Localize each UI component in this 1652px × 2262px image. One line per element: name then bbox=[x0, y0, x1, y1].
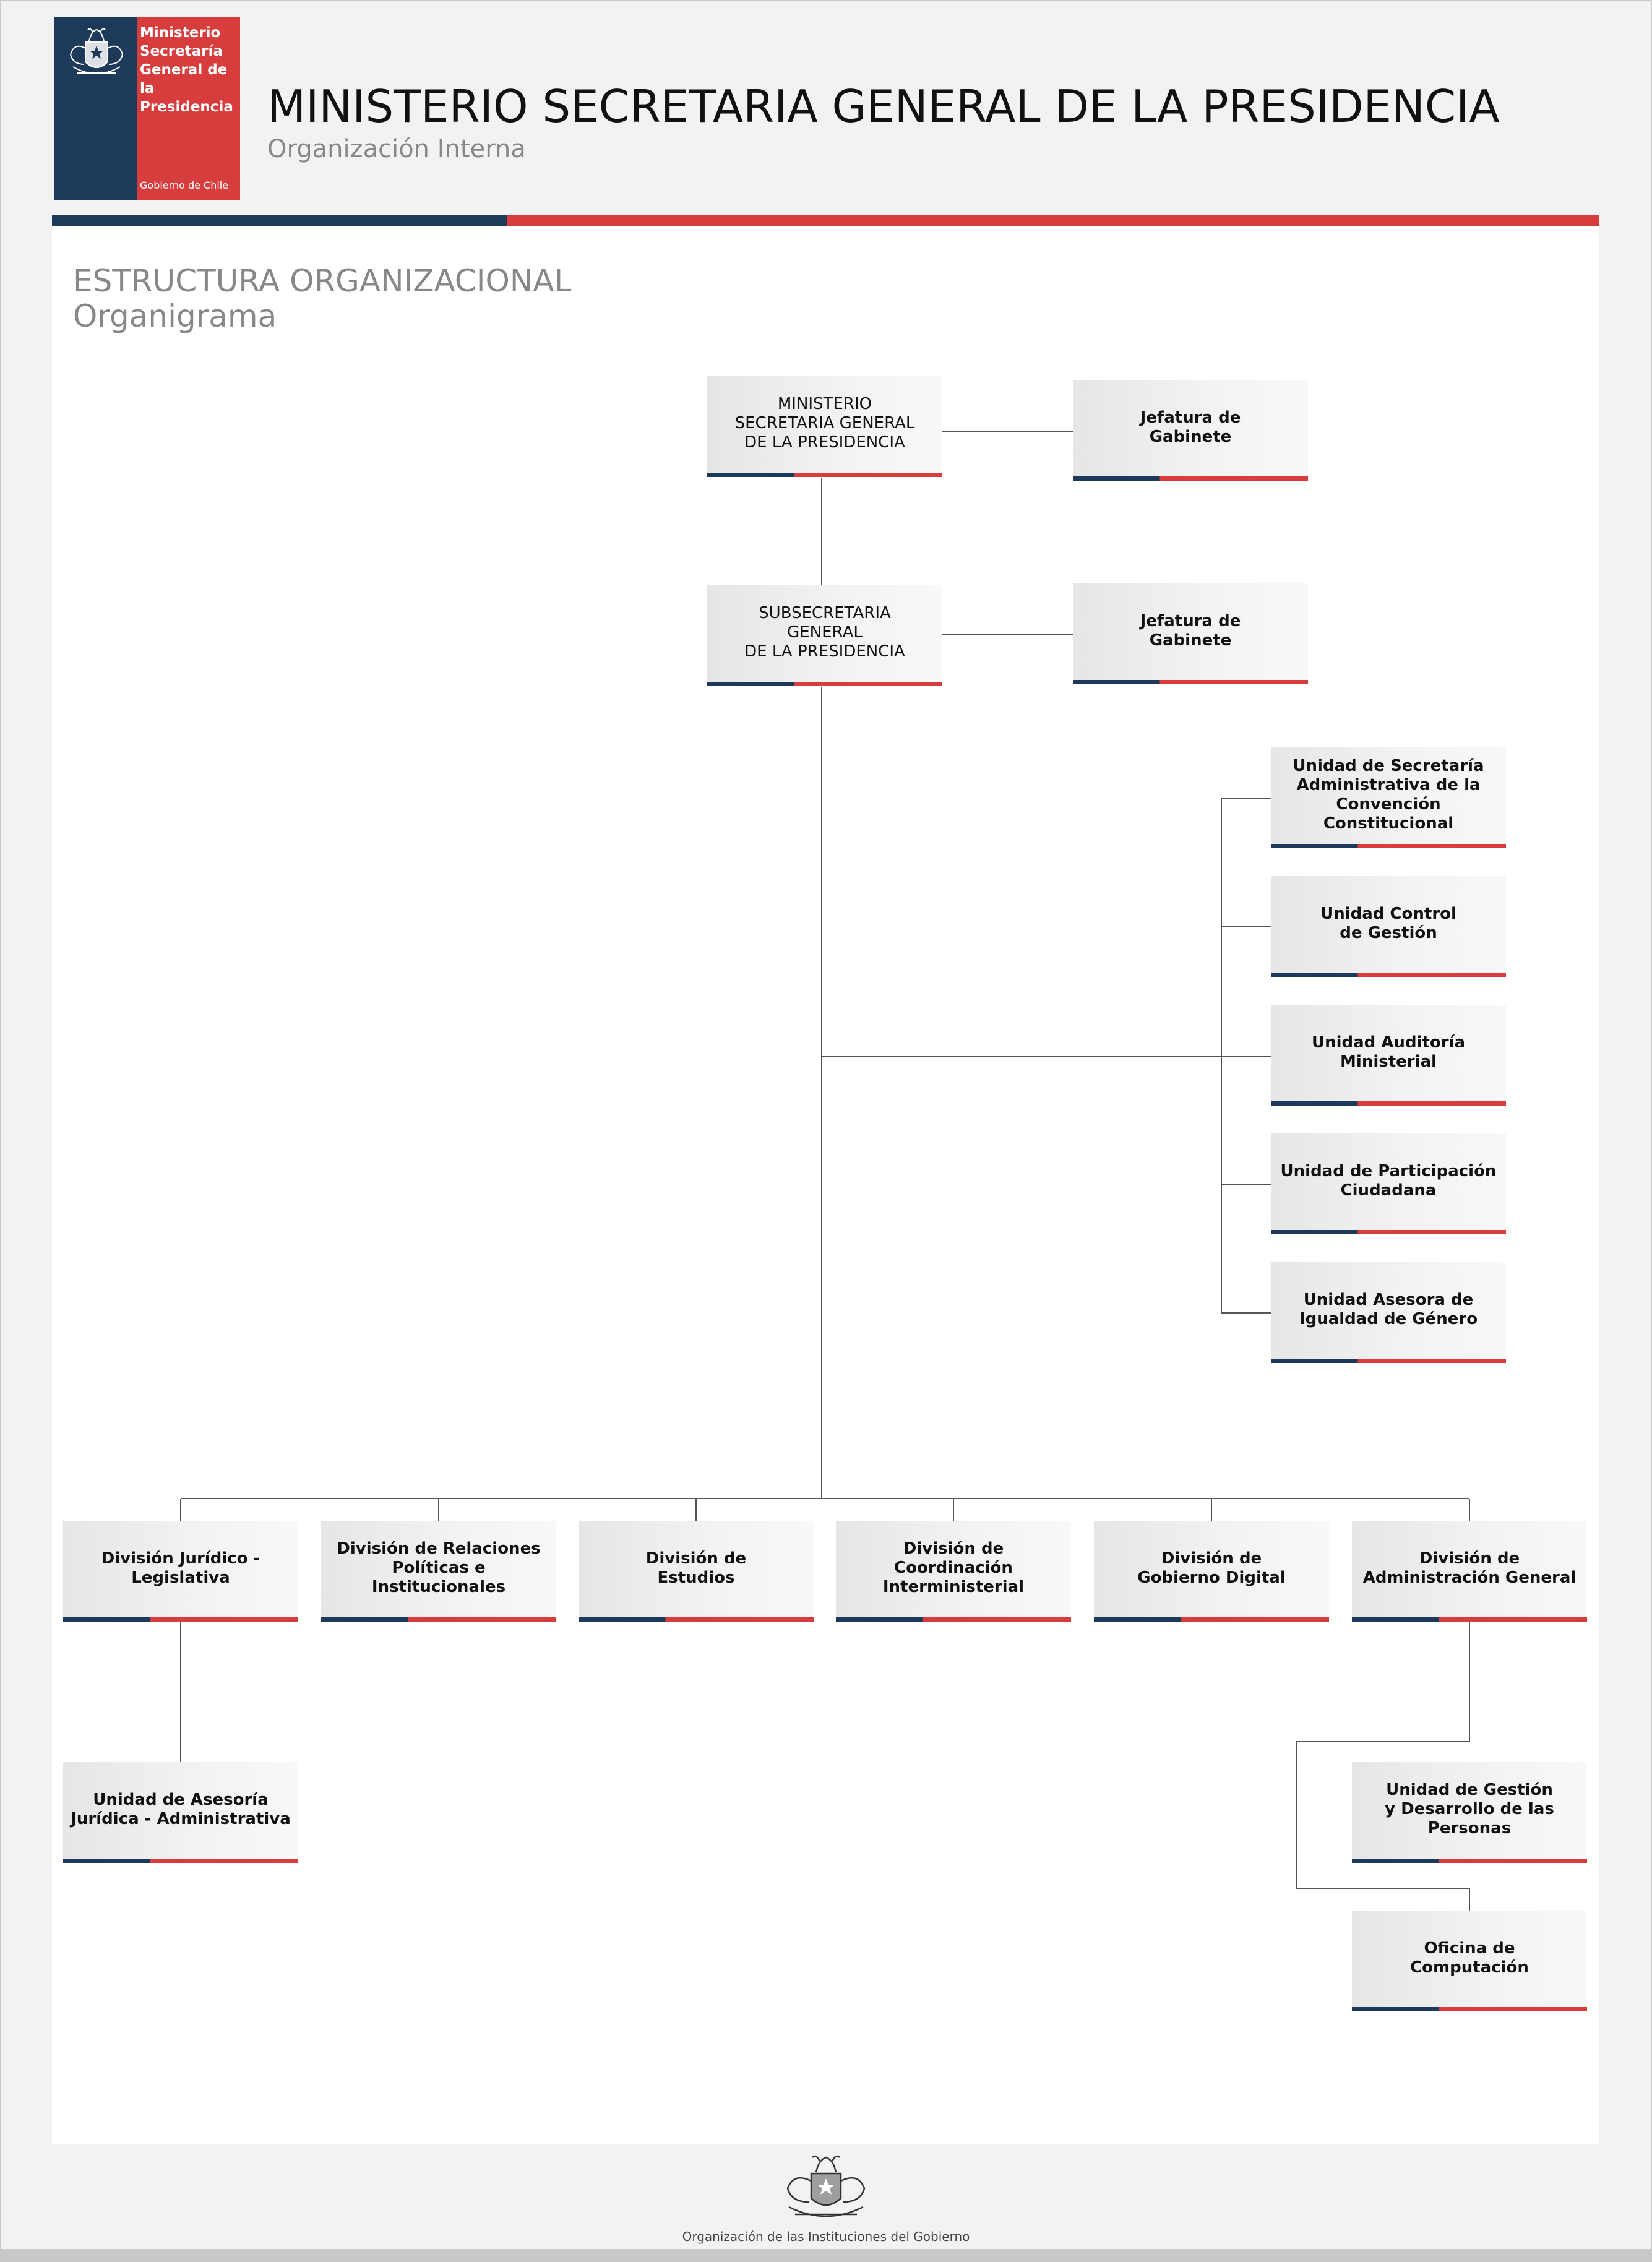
org-node-label: Unidad de Participación Ciudadana bbox=[1280, 1161, 1497, 1200]
org-node-oficina-computacion: Oficina de Computación bbox=[1352, 1911, 1587, 2011]
org-node-label: Unidad de Asesoría Jurídica - Administra… bbox=[71, 1790, 291, 1828]
coat-of-arms-icon bbox=[69, 28, 124, 74]
logo-ministry-name: Ministerio Secretaría General de la Pres… bbox=[140, 25, 233, 115]
org-node-label: Jefatura de Gabinete bbox=[1140, 611, 1241, 650]
org-node-label: División de Estudios bbox=[645, 1549, 747, 1587]
org-node-unit-participacion: Unidad de Participación Ciudadana bbox=[1271, 1133, 1506, 1234]
page-subtitle: Organización Interna bbox=[267, 135, 526, 163]
org-node-ministerio: MINISTERIO SECRETARIA GENERAL DE LA PRES… bbox=[707, 376, 942, 477]
header-divider-red bbox=[507, 215, 1599, 226]
org-node-unit-control-gestion: Unidad Control de Gestión bbox=[1271, 876, 1506, 977]
org-node-unit-convencion: Unidad de Secretaría Administrativa de l… bbox=[1271, 747, 1506, 848]
org-node-label: División Jurídico - Legislativa bbox=[101, 1549, 260, 1587]
org-node-label: División de Administración General bbox=[1362, 1549, 1577, 1587]
org-node-label: Unidad de Secretaría Administrativa de l… bbox=[1293, 756, 1484, 833]
page-title: MINISTERIO SECRETARIA GENERAL DE LA PRES… bbox=[267, 80, 1500, 132]
org-node-label: MINISTERIO SECRETARIA GENERAL DE LA PRES… bbox=[734, 395, 915, 452]
org-node-label: Jefatura de Gabinete bbox=[1140, 408, 1241, 446]
logo-government-label: Gobierno de Chile bbox=[140, 179, 229, 191]
org-node-division-estudios: División de Estudios bbox=[579, 1521, 814, 1622]
org-node-division-gobierno-digital: División de Gobierno Digital bbox=[1094, 1521, 1329, 1622]
org-node-division-juridico: División Jurídico - Legislativa bbox=[63, 1521, 298, 1622]
section-subtitle: Organigrama bbox=[73, 298, 277, 334]
coat-of-arms-icon bbox=[786, 2155, 866, 2217]
org-node-unit-gestion-personas: Unidad de Gestión y Desarrollo de las Pe… bbox=[1352, 1762, 1587, 1863]
org-node-label: Unidad Control de Gestión bbox=[1320, 904, 1456, 942]
org-node-division-coordinacion: División de Coordinación Interministeria… bbox=[836, 1521, 1071, 1622]
org-node-label: SUBSECRETARIA GENERAL DE LA PRESIDENCIA bbox=[744, 604, 905, 661]
footer-caption: Organización de las Instituciones del Go… bbox=[682, 2229, 970, 2244]
org-node-jefatura-gabinete-subsecretario: Jefatura de Gabinete bbox=[1073, 583, 1308, 684]
org-node-label: División de Gobierno Digital bbox=[1137, 1549, 1286, 1587]
org-node-unit-asesoria-juridica: Unidad de Asesoría Jurídica - Administra… bbox=[63, 1762, 298, 1863]
org-node-subsecretaria: SUBSECRETARIA GENERAL DE LA PRESIDENCIA bbox=[707, 585, 942, 686]
org-node-unit-auditoria: Unidad Auditoría Ministerial bbox=[1271, 1005, 1506, 1106]
ministry-logo: Ministerio Secretaría General de la Pres… bbox=[54, 17, 240, 200]
org-node-division-administracion: División de Administración General bbox=[1352, 1521, 1587, 1622]
org-node-division-relaciones: División de Relaciones Políticas e Insti… bbox=[321, 1521, 556, 1622]
org-node-label: Unidad Asesora de Igualdad de Género bbox=[1299, 1290, 1478, 1328]
org-node-label: Unidad Auditoría Ministerial bbox=[1311, 1033, 1466, 1071]
section-title: ESTRUCTURA ORGANIZACIONAL bbox=[73, 263, 572, 299]
org-node-jefatura-gabinete-ministro: Jefatura de Gabinete bbox=[1073, 380, 1308, 481]
org-node-label: División de Relaciones Políticas e Insti… bbox=[337, 1539, 541, 1596]
org-node-unit-genero: Unidad Asesora de Igualdad de Género bbox=[1271, 1262, 1506, 1363]
org-node-label: Unidad de Gestión y Desarrollo de las Pe… bbox=[1385, 1781, 1554, 1838]
org-node-label: División de Coordinación Interministeria… bbox=[882, 1539, 1025, 1596]
org-node-label: Oficina de Computación bbox=[1410, 1938, 1529, 1977]
header-divider-blue bbox=[52, 215, 507, 226]
logo-blue-band bbox=[54, 17, 137, 200]
footer-bar bbox=[0, 2249, 1652, 2262]
